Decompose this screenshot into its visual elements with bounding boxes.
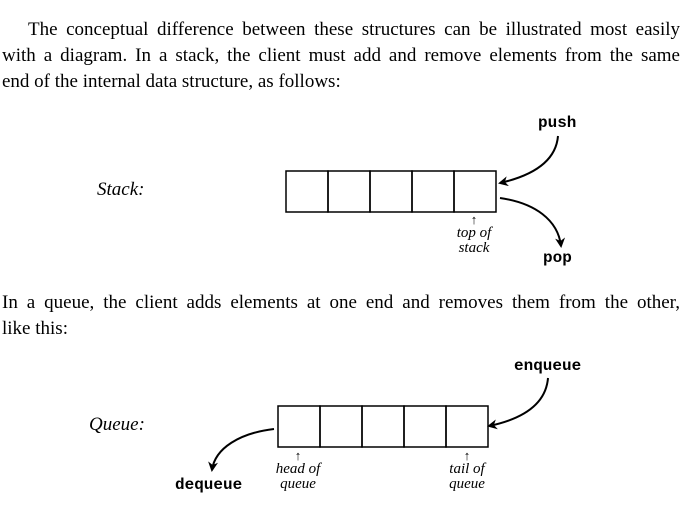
stack-cell (285, 170, 329, 213)
stack-array (285, 170, 497, 213)
stack-cell (327, 170, 371, 213)
up-arrow-icon: ↑ (470, 212, 478, 227)
queue-cell (319, 405, 363, 448)
top-of-stack-caption: ↑ top of stack (448, 212, 500, 256)
tail-of-queue-caption-line-1: tail of (449, 461, 485, 477)
tail-of-queue-caption: ↑ tail of queue (438, 448, 496, 492)
queue-cell (361, 405, 405, 448)
stack-cell (453, 170, 497, 213)
head-of-queue-caption: ↑ head of queue (268, 448, 328, 492)
pop-label: pop (543, 249, 572, 267)
intro-paragraph-line-1: The conceptual difference between these … (28, 19, 680, 40)
queue-cell (277, 405, 321, 448)
queue-cell (403, 405, 447, 448)
intro-paragraph-line-2: with a diagram. In a stack, the client m… (2, 45, 680, 66)
tail-of-queue-caption-line-2: queue (449, 476, 485, 492)
dequeue-label: dequeue (175, 476, 243, 494)
up-arrow-icon: ↑ (294, 448, 302, 463)
queue-paragraph-line-2: like this: (2, 318, 68, 339)
enqueue-label: enqueue (514, 357, 582, 375)
enqueue-arrow-icon (487, 377, 549, 430)
push-arrow-icon (498, 135, 559, 187)
head-of-queue-caption-line-2: queue (280, 476, 316, 492)
queue-paragraph: In a queue, the client adds elements at … (2, 290, 680, 342)
head-of-queue-caption-line-1: head of (275, 461, 321, 477)
push-label: push (538, 114, 577, 132)
intro-paragraph: The conceptual difference between these … (2, 17, 680, 95)
dequeue-arrow-icon (208, 428, 275, 472)
top-of-stack-caption-line-2: stack (458, 240, 490, 256)
intro-paragraph-line-3: end of the internal data structure, as f… (2, 71, 341, 92)
stack-label: Stack: (97, 179, 145, 200)
queue-cell (445, 405, 489, 448)
stack-cell (411, 170, 455, 213)
queue-label: Queue: (89, 414, 145, 435)
queue-array (277, 405, 489, 448)
queue-paragraph-line-1: In a queue, the client adds elements at … (2, 292, 680, 313)
up-arrow-icon: ↑ (463, 448, 471, 463)
stack-cell (369, 170, 413, 213)
top-of-stack-caption-line-1: top of (456, 225, 492, 241)
pop-arrow-icon (499, 197, 566, 248)
